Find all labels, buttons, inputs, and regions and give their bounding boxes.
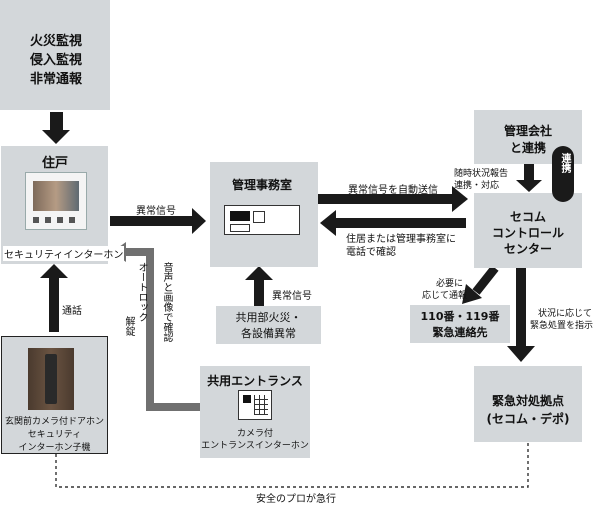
emergency-base-line-2: (セコム・デポ) — [486, 412, 570, 426]
intercom-monitor-image — [25, 172, 87, 230]
arrow-fire-to-office-head — [245, 266, 273, 280]
emergency-line-1: 110番・119番 — [420, 310, 500, 323]
label-status-report-2: 連携・対応 — [454, 181, 500, 191]
arrow-residence-to-office-head — [192, 208, 206, 234]
door-phone-line-3: インターホン子機 — [18, 443, 91, 453]
residence-title: 住戸 — [42, 156, 69, 171]
residence-device-label: セキュリティインターホン — [3, 246, 125, 261]
label-auto-lock-1: オートロック — [136, 262, 147, 322]
office-panel-icon — [224, 205, 300, 235]
label-confirm-by-phone-1: 住居または管理事務室に — [346, 234, 456, 245]
secom-line-3: センター — [503, 242, 552, 256]
common-fire-line-1: 共用部火災・ — [235, 311, 302, 324]
emergency-base-box — [474, 366, 582, 442]
arrow-office-to-secom — [318, 194, 454, 204]
entrance-device-line-2: エントランスインターホン — [201, 441, 309, 451]
renkei-label: 連携 — [559, 153, 570, 173]
door-phone-line-2: セキュリティ — [27, 430, 82, 440]
arrow-alarm-to-residence-head — [42, 130, 70, 144]
emergency-line-2: 緊急連絡先 — [432, 326, 488, 339]
intercom-screen — [33, 181, 79, 211]
label-auto-transmit: 異常信号を自動送信 — [348, 185, 438, 196]
alarm-line-intrusion: 侵入監視 — [30, 53, 83, 68]
arrow-alarm-to-residence — [50, 112, 63, 132]
entrance-device-line-1: カメラ付 — [236, 429, 273, 439]
common-fire-line-2: 各設備異常 — [241, 327, 296, 340]
label-anomaly-signal-1: 異常信号 — [136, 206, 176, 217]
arrow-door-to-residence — [49, 276, 59, 332]
label-status-report-1: 随時状況報告 — [454, 169, 509, 179]
arrow-company-to-secom — [524, 164, 534, 182]
door-phone-image — [28, 348, 74, 410]
arrow-secom-to-emergency — [472, 265, 499, 295]
arrow-residence-to-office — [110, 216, 194, 226]
arrow-secom-to-emergency-head — [462, 284, 482, 304]
label-report-if-needed-2: 応じて通報 — [422, 291, 468, 301]
common-fire-box — [216, 306, 321, 344]
emergency-contact-box — [410, 305, 510, 343]
arrow-fire-to-office — [254, 278, 264, 306]
door-phone-line-1: 玄関前カメラ付ドアホン — [4, 417, 104, 427]
label-call: 通話 — [62, 306, 82, 317]
entrance-title: 共用エントランス — [207, 374, 303, 388]
arrow-secom-to-base-head — [507, 346, 535, 362]
label-instruct-2: 緊急処置を指示 — [530, 321, 594, 331]
secom-line-2: コントロール — [491, 226, 564, 240]
renkei-badge — [552, 146, 574, 202]
secom-center-box — [474, 193, 582, 268]
arrow-door-to-residence-head — [40, 264, 68, 278]
label-report-if-needed-1: 必要に — [436, 279, 464, 289]
label-anomaly-signal-2: 異常信号 — [272, 291, 312, 302]
label-pro-rush: 安全のプロが急行 — [252, 490, 340, 505]
management-office-title: 管理事務室 — [232, 178, 293, 192]
entrance-intercom-icon — [238, 390, 272, 420]
secom-line-1: セコム — [509, 210, 546, 224]
alarm-line-emergency: 非常通報 — [30, 72, 83, 87]
arrow-secom-to-office — [334, 218, 466, 228]
alarm-line-fire: 火災監視 — [30, 34, 83, 49]
arrow-secom-to-base — [516, 268, 526, 348]
label-av-confirm: 音声と画像で確認 — [161, 262, 172, 342]
arrow-office-to-secom-head — [452, 186, 468, 212]
arrow-entrance-to-residence — [124, 248, 200, 411]
alarm-monitor-box — [0, 0, 110, 110]
arrow-company-to-secom-head — [516, 180, 542, 192]
arrow-secom-to-office-head — [320, 210, 336, 236]
intercom-buttons — [33, 217, 79, 223]
label-auto-lock-2: 解錠 — [123, 316, 134, 336]
emergency-base-line-1: 緊急対処拠点 — [491, 394, 564, 408]
company-line-2: と連携 — [509, 141, 546, 155]
company-line-1: 管理会社 — [503, 124, 552, 138]
label-instruct-1: 状況に応じて — [538, 309, 593, 319]
label-confirm-by-phone-2: 電話で確認 — [346, 247, 396, 258]
